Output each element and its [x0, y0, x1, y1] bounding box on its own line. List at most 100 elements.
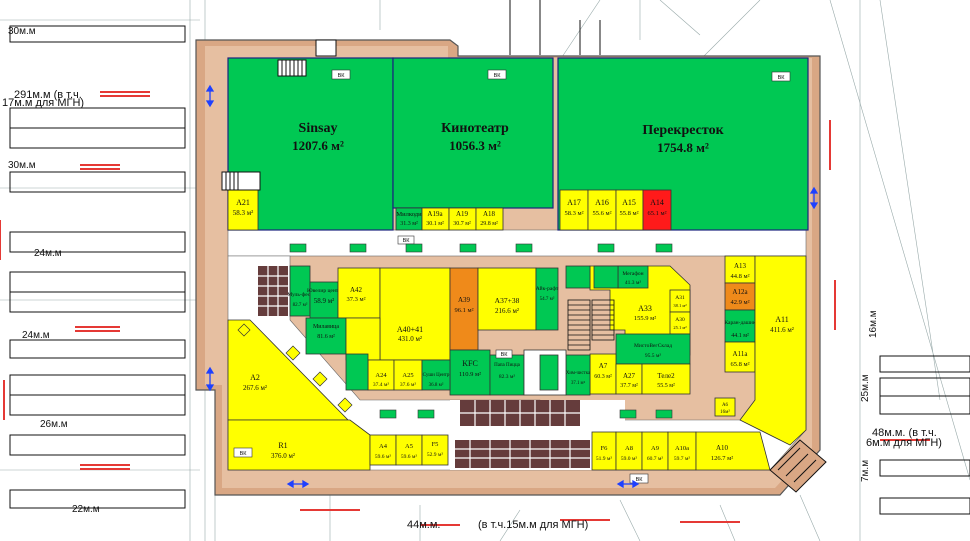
svg-text:A13: A13	[734, 262, 747, 270]
parking-label: 48м.м. (в т.ч.	[872, 427, 937, 439]
svg-text:38.1 м²: 38.1 м²	[673, 303, 687, 308]
parking-left	[9, 25, 186, 509]
parking-label: 22м.м	[72, 504, 100, 515]
parking-label: 16м.м	[868, 310, 879, 338]
parking-label: 7м.м	[860, 460, 871, 482]
svg-text:37.7 м²: 37.7 м²	[620, 383, 638, 389]
store-cinema-name: Кинотеатр	[441, 121, 509, 136]
svg-text:37.3 м²: 37.3 м²	[346, 296, 365, 303]
parking-label: 291м.м (в т.ч.	[14, 89, 82, 101]
parking-right	[879, 355, 970, 515]
svg-text:41.3 м²: 41.3 м²	[625, 280, 641, 286]
svg-text:KFC: KFC	[462, 359, 478, 368]
svg-text:A19: A19	[456, 210, 469, 218]
svg-text:A14: A14	[650, 198, 664, 207]
svg-text:126.7 м²: 126.7 м²	[711, 455, 733, 462]
svg-text:54.7 м²: 54.7 м²	[540, 296, 555, 302]
parking-labels: 30м.м 291м.м (в т.ч. 17м.м для МГН) 30м.…	[2, 26, 942, 531]
svg-text:30.7 м²: 30.7 м²	[453, 221, 471, 227]
svg-text:59.6 м²: 59.6 м²	[401, 454, 417, 460]
center-units: Муль-фест 82.7 м² Ювелир центр 58.9 м² A…	[287, 265, 691, 396]
seating-grid	[258, 266, 590, 468]
svg-text:44.1 м²: 44.1 м²	[731, 333, 749, 339]
svg-text:51.9 м²: 51.9 м²	[596, 456, 612, 462]
parking-label: 44м.м.	[407, 519, 440, 531]
svg-text:ВК: ВК	[403, 238, 411, 244]
svg-text:16м²: 16м²	[720, 409, 730, 415]
svg-text:55.8 м²: 55.8 м²	[619, 210, 638, 217]
svg-text:ВК: ВК	[240, 451, 248, 457]
svg-text:A8: A8	[625, 445, 633, 452]
svg-text:Теле2: Теле2	[657, 372, 675, 380]
right-units: A13 44.8 м² A12а 42.9 м² Каран-дашик 44.…	[724, 255, 807, 446]
svg-text:A21: A21	[236, 198, 250, 207]
parking-red-arrows-left	[0, 91, 740, 526]
svg-text:52.9 м²: 52.9 м²	[427, 452, 443, 458]
svg-text:155.9 м²: 155.9 м²	[634, 315, 656, 322]
parking-label: 30м.м	[8, 26, 36, 37]
svg-text:44.8 м²: 44.8 м²	[730, 273, 749, 280]
svg-text:A17: A17	[567, 198, 581, 207]
parking-label: 17м.м для МГН)	[2, 97, 84, 109]
svg-text:A10: A10	[716, 444, 729, 452]
svg-text:A40+41: A40+41	[397, 325, 423, 334]
parking-label: (в т.ч.15м.м для МГН)	[478, 519, 588, 531]
parking-red-arrows-right	[829, 120, 930, 441]
svg-text:ВК: ВК	[501, 352, 509, 358]
svg-text:A18: A18	[483, 210, 496, 218]
tags: ВК ВК ВК ВК ВК ВК ВК	[233, 69, 791, 484]
svg-text:95.5 м²: 95.5 м²	[645, 353, 661, 359]
svg-text:A6: A6	[722, 403, 729, 408]
svg-text:ВК: ВК	[494, 73, 502, 79]
svg-text:A24: A24	[375, 372, 387, 379]
svg-text:29.8 м²: 29.8 м²	[480, 221, 498, 227]
svg-text:A12а: A12а	[732, 288, 748, 296]
store-sinsay-area: 1207.6 м²	[292, 138, 344, 153]
svg-text:A11а: A11а	[733, 350, 749, 358]
svg-text:Айк-рафт: Айк-рафт	[536, 285, 559, 292]
svg-text:F6: F6	[601, 445, 609, 452]
svg-text:A5: A5	[405, 443, 413, 450]
svg-text:A39: A39	[458, 296, 471, 304]
svg-text:81.6 м²: 81.6 м²	[317, 334, 335, 340]
svg-text:37.1 м²: 37.1 м²	[571, 380, 586, 386]
parking-label: 26м.м	[40, 419, 68, 430]
svg-text:82.3 м²: 82.3 м²	[499, 374, 515, 380]
svg-text:A30: A30	[675, 317, 685, 323]
svg-text:A42: A42	[350, 286, 363, 294]
store-perekrestok-area: 1754.8 м²	[657, 140, 709, 155]
svg-text:Каран-дашик: Каран-дашик	[724, 320, 755, 326]
parking-label: 25м.м	[860, 374, 871, 402]
ka-markers	[289, 243, 673, 419]
svg-text:65.1 м²: 65.1 м²	[647, 210, 666, 217]
svg-text:58.3 м²: 58.3 м²	[233, 209, 254, 217]
svg-text:A10а: A10а	[675, 445, 689, 452]
svg-text:82.7 м²: 82.7 м²	[293, 302, 308, 308]
svg-text:216.6 м²: 216.6 м²	[495, 307, 519, 315]
svg-text:58.3 м²: 58.3 м²	[564, 210, 583, 217]
svg-text:F5: F5	[432, 441, 439, 448]
svg-text:37.4 м²: 37.4 м²	[373, 382, 389, 388]
svg-text:R1: R1	[278, 441, 287, 450]
svg-text:Ювелир центр: Ювелир центр	[307, 288, 341, 294]
svg-text:A15: A15	[622, 198, 636, 207]
svg-text:A19а: A19а	[427, 210, 443, 218]
svg-text:59.7 м²: 59.7 м²	[674, 456, 690, 462]
svg-text:60.3 м²: 60.3 м²	[594, 374, 612, 380]
svg-text:65.8 м²: 65.8 м²	[730, 361, 749, 368]
parking-label: 6м.м для МГН)	[866, 437, 942, 449]
svg-text:411.6 м²: 411.6 м²	[770, 326, 794, 334]
svg-text:Муль-фест: Муль-фест	[287, 291, 313, 298]
svg-text:42.9 м²: 42.9 м²	[730, 299, 749, 306]
store-cinema-area: 1056.3 м²	[449, 138, 501, 153]
entrance-southeast	[769, 439, 827, 493]
svg-text:A37+38: A37+38	[495, 296, 520, 305]
parking-label: 24м.м	[34, 248, 62, 259]
store-sinsay-name: Sinsay	[299, 121, 338, 136]
svg-text:ВК: ВК	[636, 477, 644, 483]
svg-text:Милкоди: Милкоди	[396, 211, 422, 218]
svg-text:376.0 м²: 376.0 м²	[271, 452, 295, 460]
svg-text:Хим-чистка: Хим-чистка	[566, 371, 591, 376]
diamonds	[237, 323, 353, 413]
